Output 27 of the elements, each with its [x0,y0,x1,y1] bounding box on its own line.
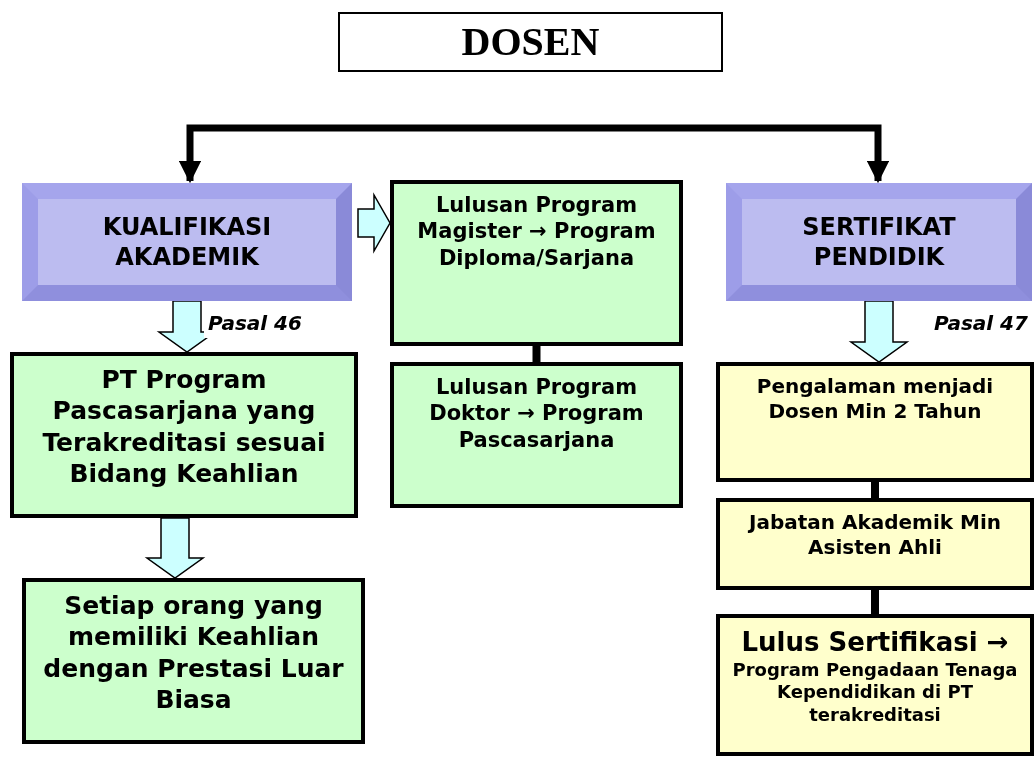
node-text: Lulusan Program Magister → Program Diploma/Sarjana [416,192,657,271]
block-arrow [848,300,910,363]
title-box [338,12,723,72]
requirement-box [716,614,1034,756]
connector-line [532,346,541,362]
node-text: Program Pengadaan Tenaga Kependidikan di PT terakreditasi [731,658,1019,726]
node-text: Lulus Sertifikasi → [741,626,1009,659]
block-arrow [357,192,391,254]
node-text: KUALIFIKASI AKADEMIK [101,212,273,272]
connector-line [871,590,879,614]
category-box [22,183,352,301]
requirement-box [22,578,365,744]
connector-line [871,482,879,498]
node-text: Pengalaman menjadi Dosen Min 2 Tahun [755,374,995,424]
block-arrow [144,517,206,579]
node-text: PT Program Pascasarjana yang Terakreditasi sesuai Bidang Keahlian [41,364,327,489]
node-text: Lulusan Program Doktor → Program Pascasarjana [428,374,645,453]
node-text: DOSEN [461,18,600,66]
requirement-box [390,180,683,346]
requirement-box [716,498,1034,590]
requirement-box [390,362,683,508]
requirement-box [10,352,358,518]
node-text: SERTIFIKAT PENDIDIK [801,212,957,272]
category-box [726,183,1032,301]
node-text: Jabatan Akademik Min Asisten Ahli [747,510,1003,560]
node-text: Setiap orang yang memiliki Keahlian dengan Prestasi Luar Biasa [42,590,345,715]
requirement-box [716,362,1034,482]
